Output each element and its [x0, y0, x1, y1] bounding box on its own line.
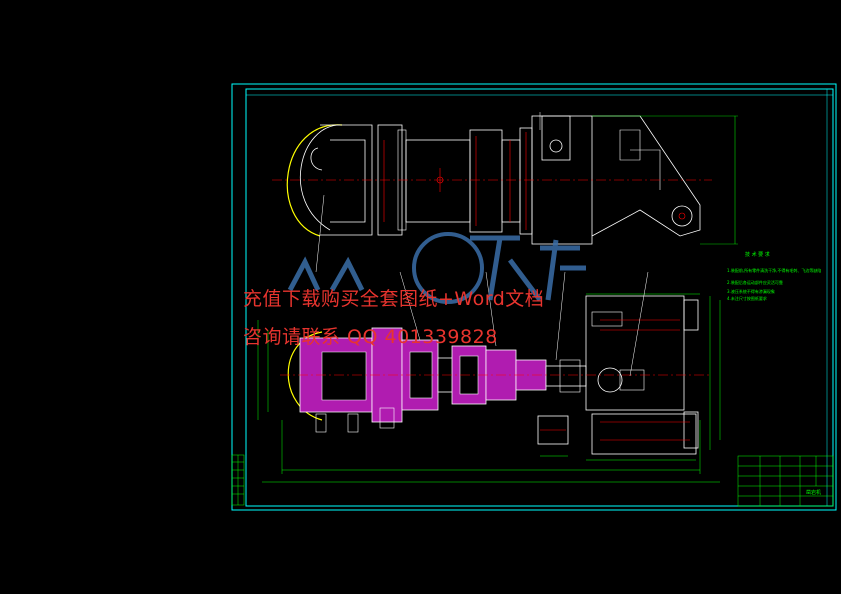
watermark-line-2: 咨询请联系 QQ 401339828: [243, 326, 498, 348]
tech-requirements-item: 2.装配后各运动部件应灵活可靠: [727, 279, 783, 285]
top-view: [272, 112, 738, 273]
side-strip: [231, 454, 245, 506]
logo-watermark: [287, 232, 586, 304]
tech-requirements: 技 术 要 求 1.装配前,所有零件清洗干净,不得有毛刺、飞边等缺陷 2.装配后…: [727, 251, 821, 301]
watermark-line-1: 充值下载购买全套图纸+Word文档: [243, 288, 545, 310]
tech-requirements-item: 4.未注尺寸按图纸要求: [727, 295, 767, 301]
tech-requirements-title: 技 术 要 求: [745, 251, 770, 258]
drawing-frame: [231, 83, 837, 511]
tech-requirements-item: 1.装配前,所有零件清洗干净,不得有毛刺、飞边等缺陷: [727, 267, 821, 273]
drawing-title: 凿岩机: [806, 489, 821, 496]
section-view: [257, 271, 721, 483]
title-block: 凿岩机: [737, 455, 834, 507]
tech-requirements-item: 3.液压系统不得有渗漏现象: [727, 288, 775, 294]
